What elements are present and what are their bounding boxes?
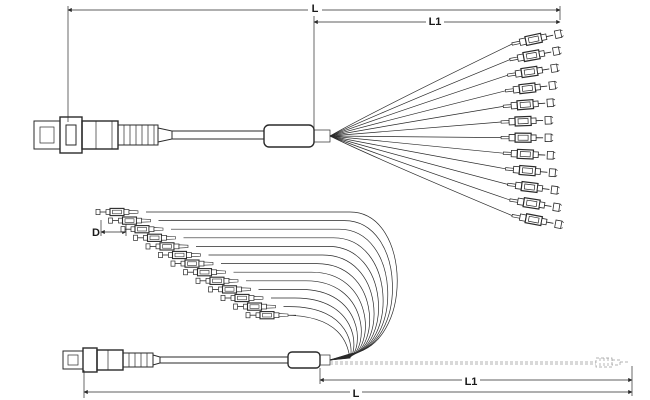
dimension-l1-top: L1 <box>313 14 561 130</box>
breakout-connector <box>220 293 264 303</box>
furcation-bottom <box>287 351 331 369</box>
trunk-connector-top <box>33 116 173 154</box>
dimension-l1-bottom: L1 <box>319 366 633 396</box>
breakout-connector <box>132 233 177 242</box>
fiber-loop <box>246 280 362 361</box>
fiber-strand <box>329 106 504 137</box>
top-assembly: L L1 <box>33 2 565 231</box>
fiber-strand <box>329 59 511 137</box>
fiber-strand <box>329 121 502 137</box>
dimension-l-bottom: L <box>83 370 633 400</box>
fiber-strand <box>329 90 506 137</box>
breakout-connector <box>207 285 252 294</box>
breakout-connector <box>245 311 289 320</box>
dashed-extension <box>330 357 630 368</box>
fiber-loop <box>283 314 351 361</box>
breakout-connector <box>170 259 214 268</box>
fiber-strand <box>329 135 511 201</box>
breakout-connector <box>195 276 239 285</box>
trunk-cable-bottom <box>160 356 288 364</box>
fiber-loop <box>258 289 358 361</box>
trunk-cable-top <box>172 130 264 140</box>
breakout-connector <box>95 207 139 217</box>
trunk-connector-bottom <box>62 347 161 373</box>
fiber-strand <box>329 135 513 216</box>
fanout-fibers-top <box>329 28 565 231</box>
breakout-connector <box>157 250 202 260</box>
fiber-strand <box>329 135 506 170</box>
duplex-connector <box>504 79 559 96</box>
duplex-connector <box>510 28 565 50</box>
bottom-assembly: D <box>62 207 633 400</box>
fiber-strand <box>329 43 513 137</box>
fiber-loop <box>283 306 352 361</box>
breakout-connector <box>145 242 189 251</box>
looped-fibers-bottom <box>146 211 398 361</box>
dimension-l-top: L <box>67 2 561 122</box>
breakout-connector <box>107 216 152 225</box>
duplex-connector <box>506 62 561 81</box>
fiber-strand <box>329 135 502 138</box>
dim-label-d: D <box>92 227 100 239</box>
duplex-connector <box>504 163 559 179</box>
dim-label-l-bottom: L <box>353 388 360 400</box>
duplex-connector <box>502 148 557 161</box>
duplex-connector <box>506 179 561 196</box>
duplex-connector <box>510 210 565 231</box>
dim-label-l: L <box>312 3 319 15</box>
fiber-loop <box>171 228 388 361</box>
breakout-connector <box>232 302 277 311</box>
dim-label-l1-bottom: L1 <box>465 376 478 388</box>
fiber-strand <box>329 135 504 154</box>
fiber-strand <box>329 74 508 137</box>
furcation-top <box>263 124 331 148</box>
duplex-connector <box>502 97 557 112</box>
fiber-loop <box>221 263 370 361</box>
duplex-connector <box>500 132 554 143</box>
fiber-strand <box>329 135 508 185</box>
duplex-connector <box>508 45 563 65</box>
breakout-connector <box>120 225 164 234</box>
dim-label-l1: L1 <box>429 16 442 28</box>
duplex-connector <box>508 194 563 214</box>
duplex-connector <box>500 114 554 128</box>
breakout-connector <box>182 268 227 277</box>
fiber-loop <box>183 237 384 361</box>
fiber-loop <box>271 297 355 361</box>
